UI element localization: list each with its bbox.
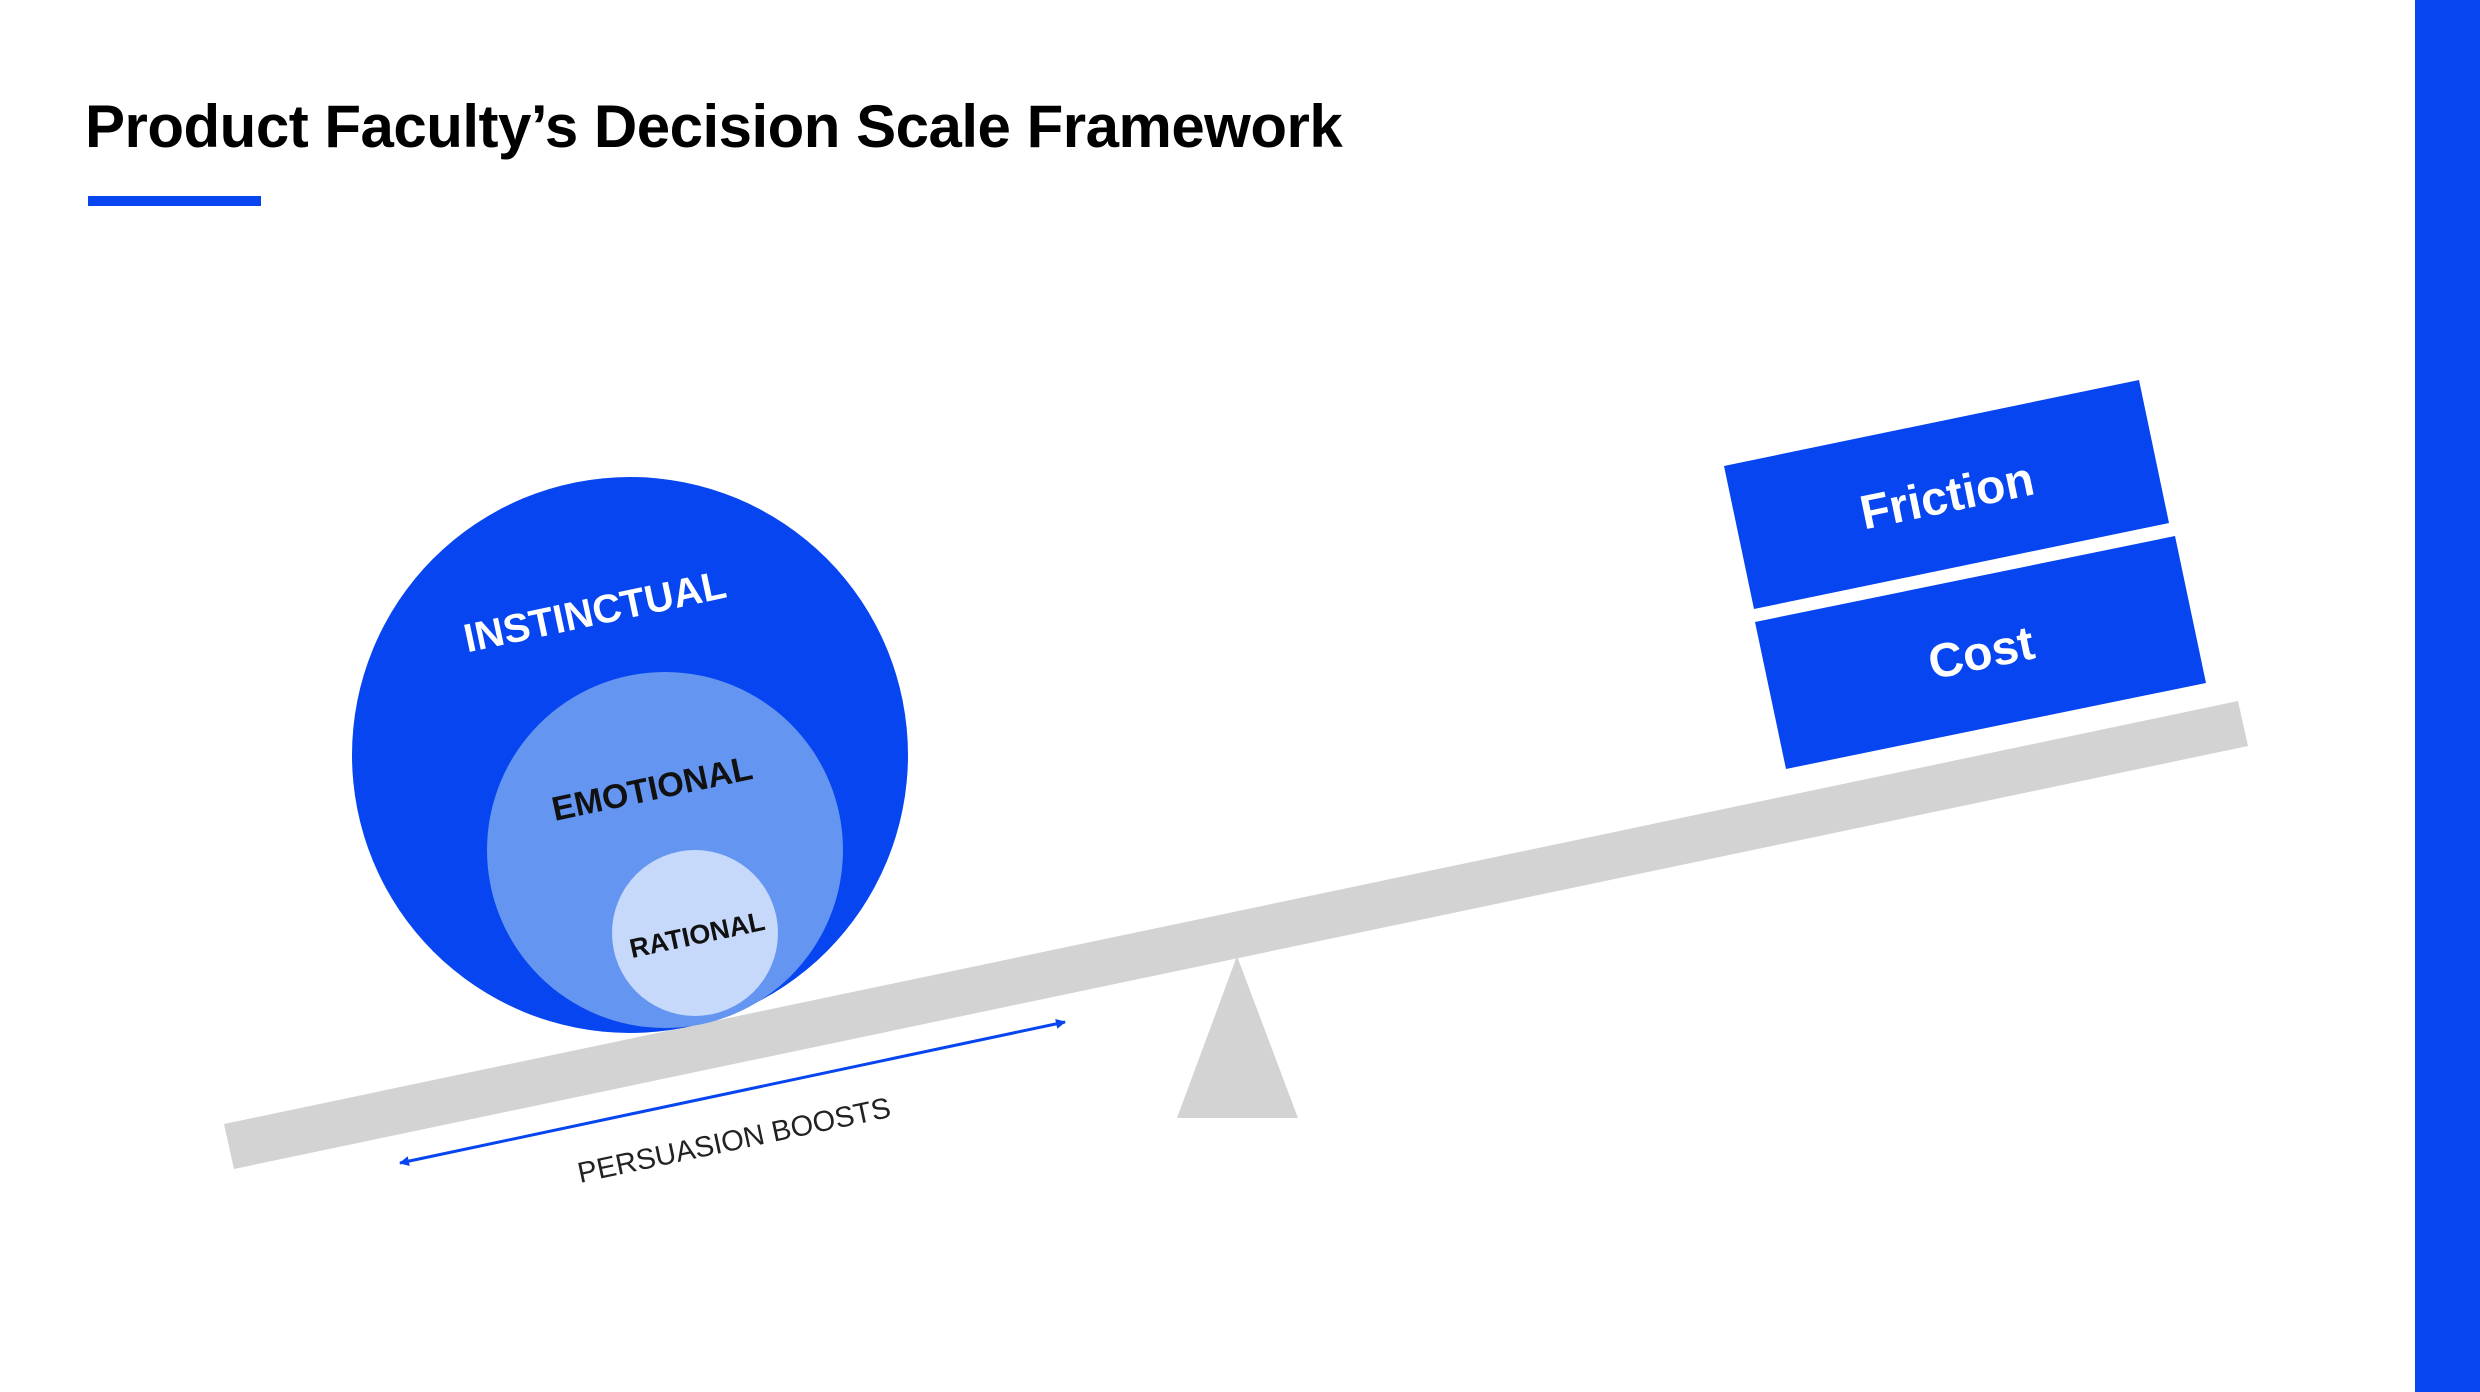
title-underline (88, 196, 261, 206)
cost-friction-blocks: Friction Cost (1724, 380, 2206, 769)
cost-block (1755, 536, 2206, 769)
friction-block (1724, 380, 2169, 609)
side-accent-bar (2415, 0, 2480, 1392)
persuasion-boosts-label: PERSUASION BOOSTS (575, 1092, 894, 1190)
fulcrum-triangle (1177, 956, 1298, 1118)
decision-layers-ball: INSTINCTUAL EMOTIONAL RATIONAL (352, 477, 908, 1033)
rational-circle (612, 850, 778, 1016)
double-arrow-line (399, 1018, 1066, 1167)
page-title: Product Faculty’s Decision Scale Framewo… (85, 93, 1343, 160)
